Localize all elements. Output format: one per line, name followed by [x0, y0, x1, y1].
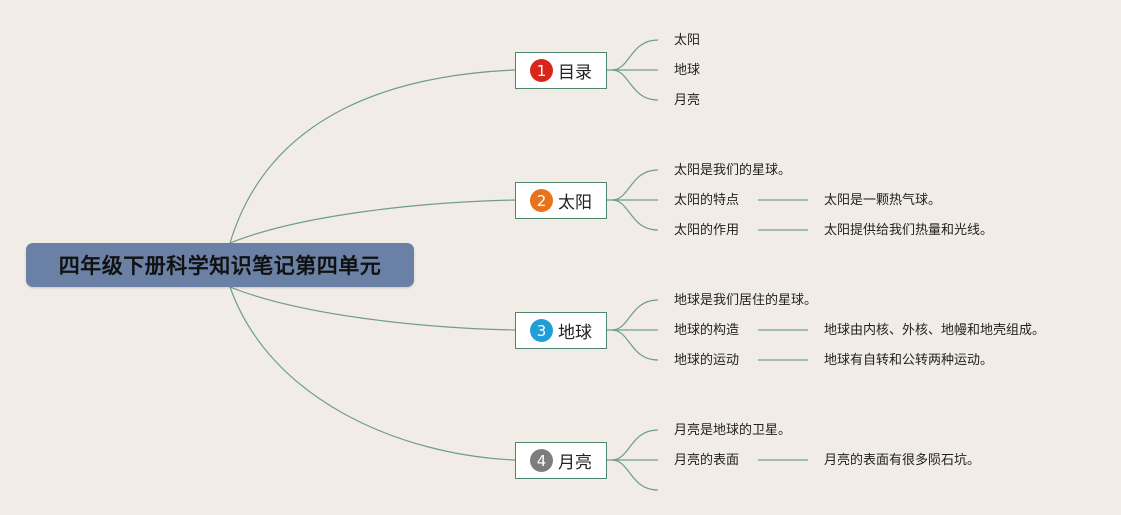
root-topic[interactable]: 四年级下册科学知识笔记第四单元 — [26, 243, 414, 287]
link-leaf-3-1 — [611, 299, 659, 331]
detail-2-3[interactable]: 太阳提供给我们热量和光线。 — [824, 223, 994, 238]
link-leaf-3-3 — [611, 329, 659, 361]
number-badge-4-icon: 4 — [530, 449, 553, 472]
detail-3-2[interactable]: 地球由内核、外核、地幔和地壳组成。 — [824, 323, 1046, 338]
leaf-2-2[interactable]: 太阳的特点 — [674, 193, 740, 208]
branch-node-3[interactable]: 3 地球 — [515, 312, 607, 349]
leaf-3-1[interactable]: 地球是我们居住的星球。 — [674, 293, 818, 308]
link-leaf-4-3 — [611, 459, 659, 491]
root-topic-label: 四年级下册科学知识笔记第四单元 — [58, 254, 382, 278]
detail-4-2[interactable]: 月亮的表面有很多陨石坑。 — [824, 453, 981, 468]
link-root-1 — [229, 69, 516, 244]
link-leaf-1-1 — [611, 39, 659, 71]
link-leaf-2-1 — [611, 169, 659, 201]
leaf-3-2[interactable]: 地球的构造 — [674, 323, 740, 338]
number-badge-2-icon: 2 — [530, 189, 553, 212]
detail-2-2[interactable]: 太阳是一颗热气球。 — [824, 193, 942, 208]
branch-node-1[interactable]: 1 目录 — [515, 52, 607, 89]
leaf-2-3[interactable]: 太阳的作用 — [674, 223, 740, 238]
link-root-3 — [229, 286, 516, 331]
number-badge-3-icon: 3 — [530, 319, 553, 342]
leaf-4-1[interactable]: 月亮是地球的卫星。 — [674, 423, 792, 438]
leaf-3-3[interactable]: 地球的运动 — [674, 353, 740, 368]
link-root-4 — [229, 286, 516, 461]
branch-label-1: 目录 — [558, 63, 592, 83]
link-root-2 — [229, 199, 516, 244]
link-leaf-1-3 — [611, 69, 659, 101]
branch-label-4: 月亮 — [558, 453, 592, 473]
link-leaf-4-1 — [611, 429, 659, 461]
leaf-4-2[interactable]: 月亮的表面 — [674, 453, 740, 468]
leaf-1-1[interactable]: 太阳 — [674, 33, 701, 48]
branch-label-2: 太阳 — [558, 193, 592, 213]
leaf-1-3[interactable]: 月亮 — [674, 93, 701, 108]
detail-3-3[interactable]: 地球有自转和公转两种运动。 — [824, 353, 994, 368]
branch-label-3: 地球 — [558, 323, 592, 343]
leaf-2-1[interactable]: 太阳是我们的星球。 — [674, 163, 792, 178]
link-leaf-2-3 — [611, 199, 659, 231]
number-badge-1-icon: 1 — [530, 59, 553, 82]
leaf-1-2[interactable]: 地球 — [674, 63, 701, 78]
branch-node-2[interactable]: 2 太阳 — [515, 182, 607, 219]
branch-node-4[interactable]: 4 月亮 — [515, 442, 607, 479]
